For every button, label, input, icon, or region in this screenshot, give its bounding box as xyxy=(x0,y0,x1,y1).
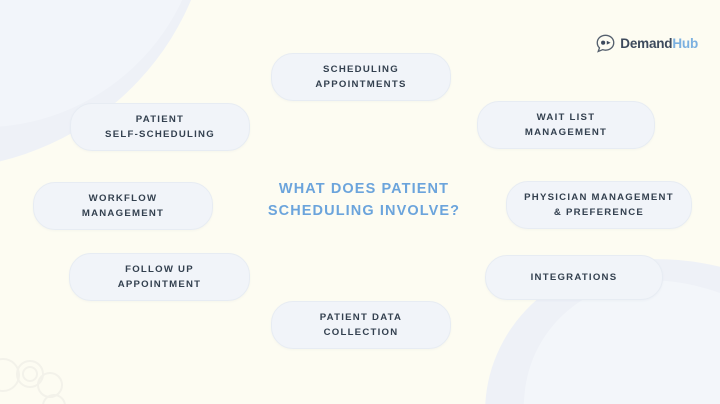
pill-label-line-1: WORKFLOW xyxy=(88,192,158,204)
pill-scheduling-appointments[interactable]: SCHEDULING APPOINTMENTS xyxy=(271,53,451,101)
pill-label-line-1: INTEGRATIONS xyxy=(530,271,618,283)
decorative-ring-large xyxy=(0,358,20,392)
pill-workflow-management[interactable]: WORKFLOW MANAGEMENT xyxy=(33,182,213,230)
pill-label-line-1: WAIT LIST xyxy=(536,111,596,123)
pill-label-line-2: SELF-SCHEDULING xyxy=(105,129,215,140)
speech-bubble-play-icon xyxy=(596,34,615,53)
decorative-wave-top-left-back xyxy=(0,0,248,188)
decorative-ring-double xyxy=(16,360,44,388)
pill-label-line-1: PATIENT DATA xyxy=(319,311,403,323)
pill-label-line-2: MANAGEMENT xyxy=(524,127,608,138)
page-title-line-1: WHAT DOES PATIENT xyxy=(278,181,450,197)
page-title-line-2: SCHEDULING INVOLVE? xyxy=(267,203,461,220)
pill-label-line-2: APPOINTMENTS xyxy=(315,79,407,90)
logo-word-hub: Hub xyxy=(672,35,698,51)
pill-label-line-2: MANAGEMENT xyxy=(81,208,165,219)
brand-logo: DemandHub xyxy=(596,34,698,53)
pill-integrations[interactable]: INTEGRATIONS xyxy=(485,255,663,300)
decorative-ring-medium xyxy=(37,372,63,398)
pill-wait-list-management[interactable]: WAIT LIST MANAGEMENT xyxy=(477,101,655,149)
logo-word-demand: Demand xyxy=(620,35,673,51)
pill-label-line-1: PHYSICIAN MANAGEMENT xyxy=(524,191,674,203)
pill-label-line-2: APPOINTMENT xyxy=(117,279,202,290)
decorative-ring-inner xyxy=(22,366,38,382)
logo-wordmark: DemandHub xyxy=(620,37,698,51)
pill-label-line-2: & PREFERENCE xyxy=(553,207,645,218)
pill-label-line-2: COLLECTION xyxy=(323,327,399,338)
pill-label-line-1: PATIENT xyxy=(135,113,185,125)
pill-follow-up-appointment[interactable]: FOLLOW UP APPOINTMENT xyxy=(69,253,250,301)
pill-patient-self-scheduling[interactable]: PATIENT SELF-SCHEDULING xyxy=(70,103,250,151)
pill-patient-data-collection[interactable]: PATIENT DATA COLLECTION xyxy=(271,301,451,349)
pill-label-line-1: SCHEDULING xyxy=(323,63,399,75)
page-title: WHAT DOES PATIENT SCHEDULING INVOLVE? xyxy=(248,178,480,223)
decorative-ring-small xyxy=(42,394,66,404)
pill-label-line-1: FOLLOW UP xyxy=(125,263,194,275)
pill-physician-management-preference[interactable]: PHYSICIAN MANAGEMENT & PREFERENCE xyxy=(506,181,692,229)
